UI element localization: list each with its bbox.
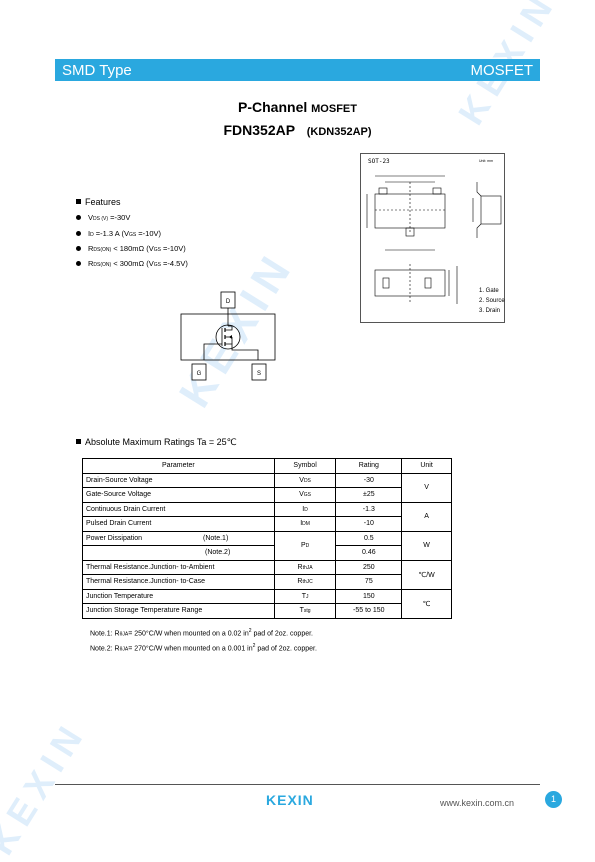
table-row: Continuous Drain Current ID -1.3 A xyxy=(82,501,452,532)
table-row: Gate-Source Voltage VGS ±25 xyxy=(82,487,452,503)
feature-item: RDS(ON) < 300mΩ (VGS =-4.5V) xyxy=(76,259,188,268)
square-bullet-icon xyxy=(76,439,81,444)
note-2: Note.2: RθJA= 270°C/W when mounted on a … xyxy=(90,643,317,653)
header-type: SMD Type xyxy=(62,62,132,79)
watermark-corner: KEXIN xyxy=(0,712,95,862)
table-row: Thermal Resistance.Junction- to-Ambient … xyxy=(82,559,452,590)
bullet-icon xyxy=(76,215,81,220)
mosfet-schematic: D G S xyxy=(180,291,276,381)
pin-source: 2. Source xyxy=(479,298,505,304)
page-number-badge: 1 xyxy=(545,791,562,808)
table-row: Pulsed Drain Current IDM -10 xyxy=(82,516,452,532)
pin-drain: 3. Drain xyxy=(479,308,501,314)
feature-item: VDS (V) =-30V xyxy=(76,213,130,222)
website-link[interactable]: www.kexin.com.cn xyxy=(440,798,515,808)
table-row: Junction Temperature TJ 150 ℃ xyxy=(82,588,452,619)
feature-item: ID =-1.3 A (VGS =-10V) xyxy=(76,229,161,238)
package-units: Unit: mm xyxy=(479,159,493,163)
pin-gate: 1. Gate xyxy=(479,288,499,294)
table-row: Thermal Resistance.Junction- to-Case Rth… xyxy=(82,574,452,590)
package-outline-svg xyxy=(366,175,502,304)
feature-item: RDS(ON) < 180mΩ (VGS =-10V) xyxy=(76,244,186,253)
ratings-heading: Absolute Maximum Ratings Ta = 25℃ xyxy=(76,437,237,448)
table-row: Drain-Source Voltage VDS -30 V xyxy=(82,472,452,503)
bullet-icon xyxy=(76,231,81,236)
source-label: S xyxy=(257,371,261,377)
kexin-logo: KEXIN xyxy=(266,792,314,808)
square-bullet-icon xyxy=(76,199,81,204)
drain-label: D xyxy=(226,299,231,305)
note-1: Note.1: RθJA= 250°C/W when mounted on a … xyxy=(90,628,313,638)
table-row: (Note.2) 0.46 xyxy=(82,545,452,561)
part-type-title: P-Channel MOSFET xyxy=(238,99,357,115)
bullet-icon xyxy=(76,261,81,266)
part-number-title: FDN352AP (KDN352AP) xyxy=(223,122,372,138)
features-heading: Features xyxy=(76,197,121,207)
table-row: Junction Storage Temperature Range Tstg … xyxy=(82,603,452,619)
package-drawing: SOT-23 Unit: mm xyxy=(360,153,505,323)
package-name: SOT-23 xyxy=(368,158,390,165)
header-category: MOSFET xyxy=(470,62,534,79)
header-banner: SMD Type MOSFET xyxy=(55,59,540,81)
table-row: Power Dissipation(Note.1) PD 0.5 W xyxy=(82,530,452,561)
bullet-icon xyxy=(76,246,81,251)
gate-label: G xyxy=(197,371,202,377)
footer-divider xyxy=(55,784,540,785)
